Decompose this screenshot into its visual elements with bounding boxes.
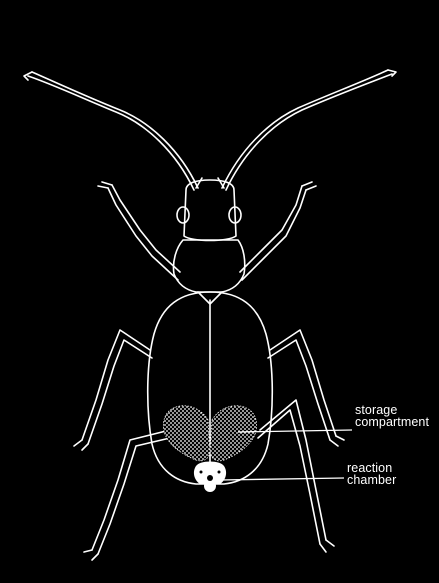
front-leg-left <box>98 182 180 280</box>
reaction-label-line2: chamber <box>347 474 396 486</box>
reaction-chamber <box>194 462 226 493</box>
middle-leg-left <box>74 330 152 450</box>
storage-label-line2: compartment <box>355 416 429 428</box>
pronotum <box>173 240 244 292</box>
antenna-left <box>24 72 198 190</box>
hind-leg-left <box>84 430 170 560</box>
storage-compartment-label: storage compartment <box>355 404 429 428</box>
head <box>184 180 236 241</box>
hind-leg-right <box>258 400 334 552</box>
antenna-right <box>222 70 396 190</box>
middle-leg-right <box>268 330 344 446</box>
reaction-chamber-label: reaction chamber <box>347 462 396 486</box>
eye-left <box>177 207 189 223</box>
reaction-leader-line <box>220 478 344 480</box>
front-leg-right <box>240 182 316 280</box>
